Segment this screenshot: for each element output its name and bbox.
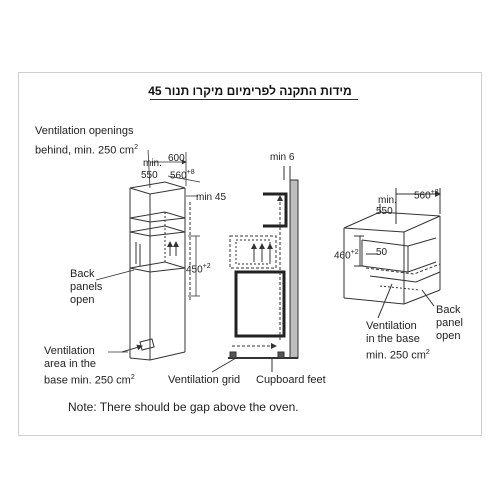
dim-550-left: 550: [141, 170, 158, 181]
dim-min-left: min.: [143, 158, 162, 169]
right-vent-label-line3: min. 250 cm2: [366, 346, 430, 363]
right-vent-sup: 2: [425, 349, 430, 356]
dim-450-sup: +2: [202, 263, 211, 270]
dim-560-right: 560+8: [414, 186, 439, 202]
dim-460-sup: +2: [350, 249, 359, 256]
right-vent-label-line1: Ventilation: [366, 320, 417, 332]
back-panel-label-line2: panel: [436, 317, 463, 329]
base-vent-text: base min. 250 cm: [44, 374, 131, 387]
dim-560-right-sup: +8: [430, 189, 439, 196]
back-panels-label-line1: Back: [70, 268, 95, 280]
vent-openings-label-line2: behind, min. 250 cm2: [35, 141, 138, 158]
vent-openings-sup: 2: [134, 144, 138, 151]
back-panel-label-line1: Back: [436, 304, 461, 316]
dim-460-label: 460+2: [334, 246, 359, 262]
tall-cabinet-drawing: [121, 181, 191, 361]
right-vent-text: min. 250 cm: [366, 349, 426, 362]
back-panels-label-line2: panels: [70, 281, 103, 293]
base-vent-label-line2: area in the: [44, 358, 96, 370]
min45-label: min 45: [196, 192, 227, 203]
min6-label: min 6: [270, 152, 295, 163]
dim-450-label: 450+2: [186, 260, 211, 276]
installation-note: Note: There should be gap above the oven…: [68, 400, 299, 414]
dim-560-left: 560+8: [170, 166, 195, 182]
base-vent-label-line1: Ventilation: [44, 345, 95, 357]
niche-isometric-drawing: [343, 188, 441, 319]
vent-openings-text: behind, min. 250 cm: [35, 144, 135, 157]
base-vent-sup: 2: [130, 374, 135, 381]
section-view-drawing: [211, 166, 299, 373]
dim-560-right-value: 560: [414, 190, 431, 202]
back-panel-label-line3: open: [436, 330, 461, 342]
back-panels-label-line3: open: [70, 294, 95, 306]
right-vent-label-line2: in the base: [366, 333, 420, 345]
vent-openings-label-line1: Ventilation openings: [35, 125, 134, 137]
left-dimension-lines: [95, 149, 201, 353]
dim-560-left-sup: +8: [186, 169, 195, 176]
diagram-frame: [18, 72, 482, 436]
dim-560-left-value: 560: [170, 170, 187, 182]
dim-450-value: 450: [186, 264, 203, 276]
title-underline: [150, 99, 358, 100]
dim-50-label: 50: [376, 247, 388, 258]
dim-550-right: 550: [376, 206, 393, 217]
dim-600: 600: [168, 153, 185, 164]
dim-460-value: 460: [334, 250, 351, 262]
cupboard-feet-label: Cupboard feet: [256, 374, 326, 386]
ventilation-grid-label: Ventilation grid: [168, 374, 241, 386]
dim-min-right: min.: [378, 195, 397, 206]
page-title: מידות התקנה לפרימיום מיקרו תנור 45: [148, 84, 352, 98]
base-vent-label-line3: base min. 250 cm2: [44, 371, 135, 388]
